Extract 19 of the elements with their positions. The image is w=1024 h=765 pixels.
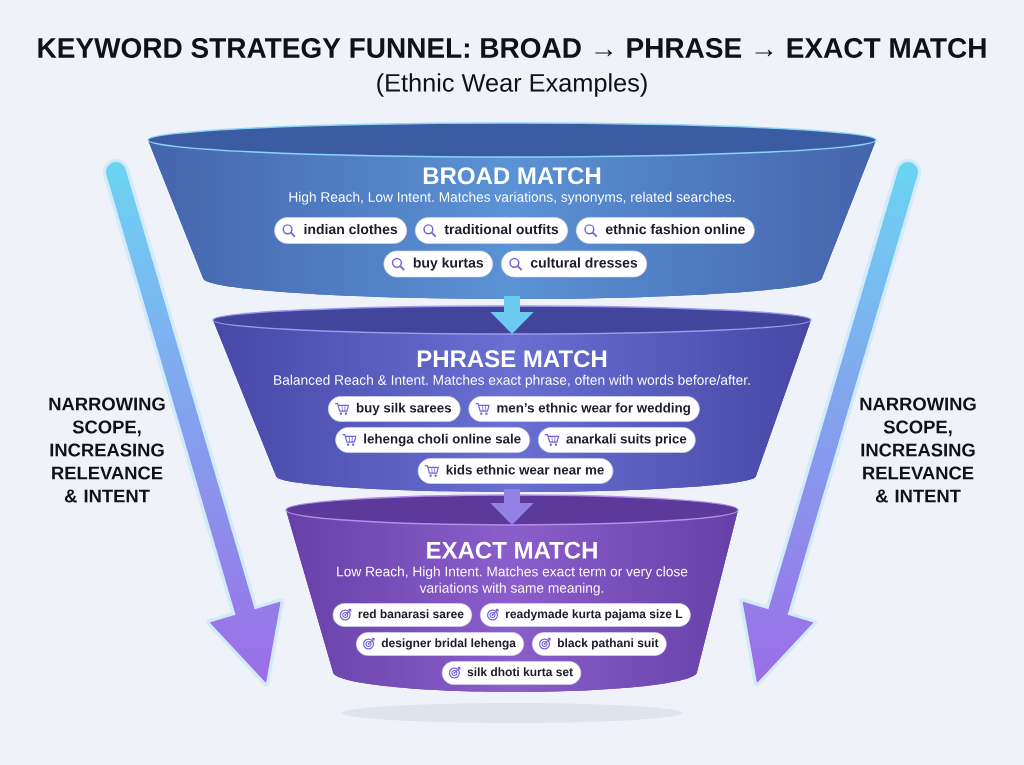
keyword-chip: buy silk sarees xyxy=(328,396,461,422)
subtitle: (Ethnic Wear Examples) xyxy=(377,73,647,97)
keyword-chip: readymade kurta pajama size L xyxy=(480,603,691,627)
keyword-chip: anarkali suits price xyxy=(538,427,696,453)
keyword-chip: designer bridal lehenga xyxy=(356,632,524,656)
keyword-chip: men’s ethnic wear for wedding xyxy=(468,396,700,422)
keyword-chip: ethnic fashion online xyxy=(576,217,755,244)
keyword-chip: red banarasi saree xyxy=(332,603,472,627)
side-note: NARROWING SCOPE, INCREASING RELEVANCE & INTENT xyxy=(49,397,165,503)
keyword-chip: traditional outfits xyxy=(415,217,568,244)
keyword-chip: cultural dresses xyxy=(501,250,648,278)
keyword-chip: buy kurtas xyxy=(383,250,493,278)
title: KEYWORD STRATEGY FUNNEL: BROAD → PHRASE → EXACT MATCH xyxy=(38,38,986,58)
keyword-chip: black pathani suit xyxy=(532,632,667,656)
keyword-chip: kids ethnic wear near me xyxy=(417,458,614,484)
keyword-chip: silk dhoti kurta set xyxy=(441,661,582,685)
keyword-chip: indian clothes xyxy=(274,217,407,244)
keyword-chip: lehenga choli online sale xyxy=(335,427,530,453)
side-note: NARROWING SCOPE, INCREASING RELEVANCE & INTENT xyxy=(860,397,976,503)
